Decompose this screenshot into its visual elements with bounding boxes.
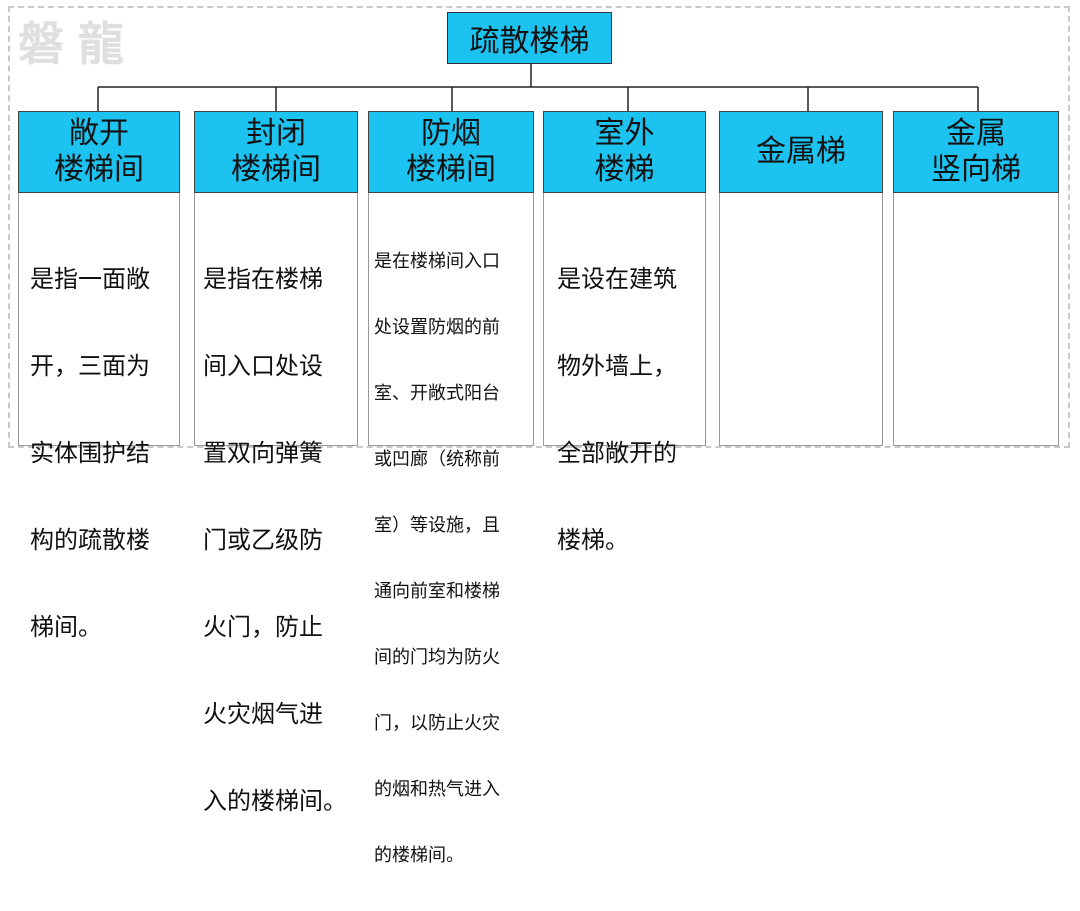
- category-header-outdoor-stairs: 室外 楼梯: [543, 111, 706, 193]
- header-line: 楼梯间: [406, 152, 496, 187]
- connector-lines: [97, 64, 979, 111]
- category-body-open-stairwell: 是指一面敞 开，三面为 实体围护结 构的疏散楼 梯间。: [18, 193, 180, 641]
- description-line: 间入口处设: [203, 352, 323, 380]
- description-line: 的烟和热气进入: [374, 779, 500, 800]
- header-line: 楼梯间: [54, 152, 144, 187]
- header-line: 竖向梯: [931, 152, 1021, 187]
- description-line: 火门，防止: [203, 613, 323, 641]
- watermark-logo: 磐龍: [18, 17, 138, 71]
- description-text: 是在楼梯间入口 处设置防烟的前 室、开敞式阳台 或凹廊（统称前 室）等设施，且 …: [374, 207, 500, 911]
- description-line: 入的楼梯间。: [203, 787, 347, 815]
- category-body-smokeproof-stairwell: 是在楼梯间入口 处设置防烟的前 室、开敞式阳台 或凹廊（统称前 室）等设施，且 …: [368, 193, 534, 866]
- description-line: 构的疏散楼: [30, 526, 150, 554]
- description-line: 置双向弹簧: [203, 439, 323, 467]
- description-line: 室、开敞式阳台: [374, 383, 500, 404]
- dashed-border-frame: [8, 6, 1070, 448]
- header-line: 金属: [946, 116, 1006, 151]
- description-text: 是设在建筑 物外墙上， 全部敞开的 楼梯。: [557, 207, 677, 613]
- category-body-metal-vertical-ladder: [893, 193, 1059, 446]
- description-line: 室）等设施，且: [374, 515, 500, 536]
- category-header-open-stairwell: 敞开 楼梯间: [18, 111, 180, 193]
- category-body-enclosed-stairwell: 是指在楼梯 间入口处设 置双向弹簧 门或乙级防 火门，防止 火灾烟气进 入的楼梯…: [194, 193, 358, 815]
- description-line: 门或乙级防: [203, 526, 323, 554]
- description-line: 物外墙上，: [557, 352, 677, 380]
- description-line: 开，三面为: [30, 352, 150, 380]
- description-line: 的楼梯间。: [374, 845, 464, 866]
- category-header-enclosed-stairwell: 封闭 楼梯间: [194, 111, 358, 193]
- description-line: 通向前室和楼梯: [374, 581, 500, 602]
- description-line: 处设置防烟的前: [374, 317, 500, 338]
- description-line: 是指在楼梯: [203, 265, 323, 293]
- description-line: 梯间。: [30, 613, 102, 641]
- category-body-outdoor-stairs: 是设在建筑 物外墙上， 全部敞开的 楼梯。: [543, 193, 706, 554]
- description-line: 是设在建筑: [557, 265, 677, 293]
- header-line: 防烟: [421, 116, 481, 151]
- category-header-metal-vertical-ladder: 金属 竖向梯: [893, 111, 1059, 193]
- description-line: 火灾烟气进: [203, 700, 323, 728]
- header-line: 金属梯: [756, 134, 846, 169]
- description-line: 门，以防止火灾: [374, 713, 500, 734]
- header-line: 封闭: [246, 116, 306, 151]
- category-header-metal-stairs: 金属梯: [719, 111, 883, 193]
- description-line: 间的门均为防火: [374, 647, 500, 668]
- description-text: 是指在楼梯 间入口处设 置双向弹簧 门或乙级防 火门，防止 火灾烟气进 入的楼梯…: [203, 207, 347, 874]
- header-line: 敞开: [69, 116, 129, 151]
- description-line: 是在楼梯间入口: [374, 251, 500, 272]
- description-line: 楼梯。: [557, 526, 629, 554]
- root-node-evacuation-stairs: 疏散楼梯: [447, 12, 612, 64]
- description-line: 实体围护结: [30, 439, 150, 467]
- description-line: 是指一面敞: [30, 265, 150, 293]
- description-line: 或凹廊（统称前: [374, 449, 500, 470]
- header-line: 楼梯: [594, 152, 655, 187]
- category-body-metal-stairs: [719, 193, 883, 446]
- header-line: 楼梯间: [231, 152, 321, 187]
- description-text: 是指一面敞 开，三面为 实体围护结 构的疏散楼 梯间。: [30, 207, 150, 700]
- category-header-smokeproof-stairwell: 防烟 楼梯间: [368, 111, 534, 193]
- header-line: 室外: [594, 116, 655, 151]
- description-line: 全部敞开的: [557, 439, 677, 467]
